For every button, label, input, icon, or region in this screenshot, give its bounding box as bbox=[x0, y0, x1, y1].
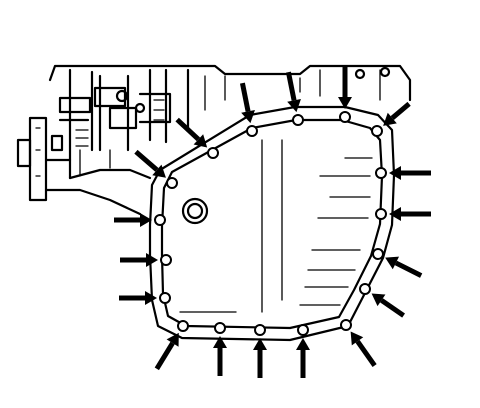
arrow-head bbox=[338, 97, 352, 109]
bolt-hole bbox=[292, 114, 304, 126]
arrow-head bbox=[371, 293, 386, 307]
bolt-hole bbox=[166, 177, 178, 189]
arrow-head bbox=[241, 110, 255, 124]
arrow-shaft bbox=[154, 341, 175, 371]
arrow-head bbox=[140, 213, 152, 227]
arrow-indicator bbox=[119, 291, 157, 305]
arrow-indicator bbox=[114, 213, 152, 227]
arrow-shaft bbox=[390, 101, 411, 120]
arrow-shaft bbox=[239, 82, 251, 112]
arrow-indicator bbox=[371, 293, 406, 318]
arrow-head bbox=[193, 134, 208, 148]
arrow-head bbox=[146, 253, 158, 267]
arrow-shaft bbox=[380, 298, 406, 318]
bolt-hole bbox=[214, 322, 226, 334]
arrow-head bbox=[253, 338, 267, 350]
arrow-shaft bbox=[175, 117, 201, 142]
bolt-hole bbox=[154, 214, 166, 226]
bolt-hole bbox=[254, 324, 266, 336]
oil-pan bbox=[148, 105, 396, 342]
bolt-hole bbox=[375, 167, 387, 179]
arrow-indicator bbox=[239, 82, 255, 124]
bolt-hole bbox=[372, 248, 384, 260]
arrow-head bbox=[350, 331, 364, 346]
arrow-indicator bbox=[285, 71, 301, 113]
arrow-shaft bbox=[134, 149, 159, 172]
bolt-hole bbox=[160, 254, 172, 266]
arrow-head bbox=[385, 256, 400, 270]
bolt-hole bbox=[339, 111, 351, 123]
arrow-indicator bbox=[134, 149, 166, 178]
arrow-indicator bbox=[296, 338, 310, 378]
bolt-hole bbox=[297, 324, 309, 336]
arrow-head bbox=[287, 99, 301, 113]
arrow-indicator bbox=[383, 101, 411, 126]
bolt-hole bbox=[159, 292, 171, 304]
arrow-indicator bbox=[389, 166, 431, 180]
pan-outer-flange bbox=[148, 105, 396, 342]
arrow-indicator bbox=[120, 253, 158, 267]
arrow-indicator bbox=[389, 207, 431, 221]
arrow-indicator bbox=[385, 256, 423, 278]
drain-plug bbox=[181, 197, 209, 225]
arrow-head bbox=[145, 291, 157, 305]
arrow-indicator bbox=[154, 332, 179, 371]
arrow-shaft bbox=[355, 339, 377, 367]
arrow-indicator bbox=[253, 338, 267, 378]
arrow-head bbox=[296, 338, 310, 350]
arrow-head bbox=[152, 164, 166, 178]
arrow-indicator bbox=[350, 331, 377, 367]
arrow-shaft bbox=[285, 71, 297, 101]
arrow-head bbox=[166, 332, 179, 347]
bolt-hole bbox=[177, 320, 189, 332]
bolt-hole bbox=[375, 208, 387, 220]
engine-housing bbox=[16, 64, 412, 216]
arrow-shaft bbox=[394, 260, 423, 278]
arrow-head bbox=[383, 112, 397, 126]
bolt-hole bbox=[359, 283, 371, 295]
bolt-hole bbox=[207, 147, 219, 159]
arrow-head bbox=[389, 166, 401, 180]
bolt-hole bbox=[246, 125, 258, 137]
bolt-hole bbox=[371, 125, 383, 137]
bolt-holes bbox=[154, 111, 387, 336]
bolt-hole bbox=[340, 319, 352, 331]
indicator-arrows bbox=[114, 67, 431, 378]
arrow-head bbox=[389, 207, 401, 221]
arrow-head bbox=[213, 336, 227, 348]
arrow-indicator bbox=[175, 117, 208, 148]
arrow-indicator bbox=[213, 336, 227, 376]
arrow-indicator bbox=[338, 67, 352, 109]
